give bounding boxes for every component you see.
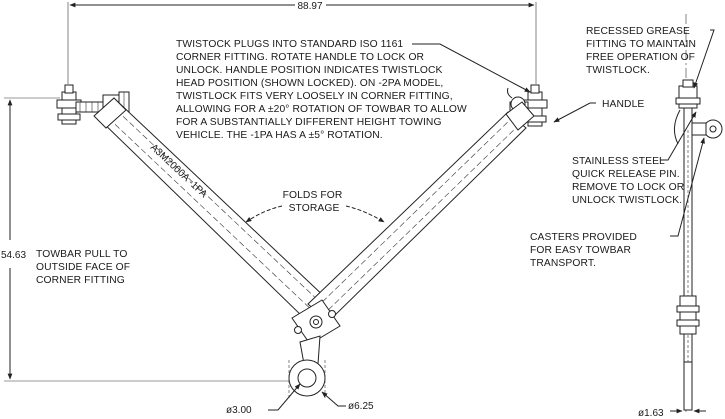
center-hinge bbox=[288, 299, 341, 398]
twistlock-note: TWISTOCK PLUGS INTO STANDARD ISO 1161 CO… bbox=[176, 39, 470, 141]
width-value: 88.97 bbox=[297, 1, 322, 12]
hole-small-label: ø3.00 bbox=[226, 405, 252, 416]
folds-callout: FOLDS FOR STORAGE bbox=[245, 190, 385, 223]
tow-eye-hole bbox=[297, 368, 317, 388]
handle-note: HANDLE bbox=[602, 99, 644, 110]
grease-callout: RECESSED GREASE FITTING TO MAINTAIN FREE… bbox=[586, 26, 715, 89]
hole-large-label: ø6.25 bbox=[348, 401, 374, 412]
side-view bbox=[674, 14, 723, 412]
towbar-pull-callout: TOWBAR PULL TO OUTSIDE FACE OF CORNER FI… bbox=[36, 249, 133, 286]
pin-callout: STAINLESS STEEL QUICK RELEASE PIN. REMOV… bbox=[572, 111, 697, 206]
grease-note: RECESSED GREASE FITTING TO MAINTAIN FREE… bbox=[586, 26, 699, 76]
towbar-pull-note: TOWBAR PULL TO OUTSIDE FACE OF CORNER FI… bbox=[36, 249, 133, 286]
hole-dimensions: ø3.00 ø6.25 bbox=[226, 383, 374, 416]
height-value: 54.63 bbox=[1, 250, 26, 261]
handle-callout: HANDLE bbox=[553, 99, 644, 123]
width-dimension: 88.97 bbox=[67, 1, 537, 84]
casters-callout: CASTERS PROVIDED FOR EASY TOWBAR TRANSPO… bbox=[530, 137, 705, 269]
height-dimension: 54.63 bbox=[1, 97, 290, 382]
pin-dimension: ø1.63 bbox=[638, 408, 706, 419]
twistlock-callout: TWISTOCK PLUGS INTO STANDARD ISO 1161 CO… bbox=[176, 39, 531, 141]
folds-note: FOLDS FOR STORAGE bbox=[283, 190, 346, 214]
pin-dia-label: ø1.63 bbox=[638, 408, 664, 419]
casters-note: CASTERS PROVIDED FOR EASY TOWBAR TRANSPO… bbox=[530, 232, 640, 269]
pin-note: STAINLESS STEEL QUICK RELEASE PIN. REMOV… bbox=[572, 156, 687, 206]
